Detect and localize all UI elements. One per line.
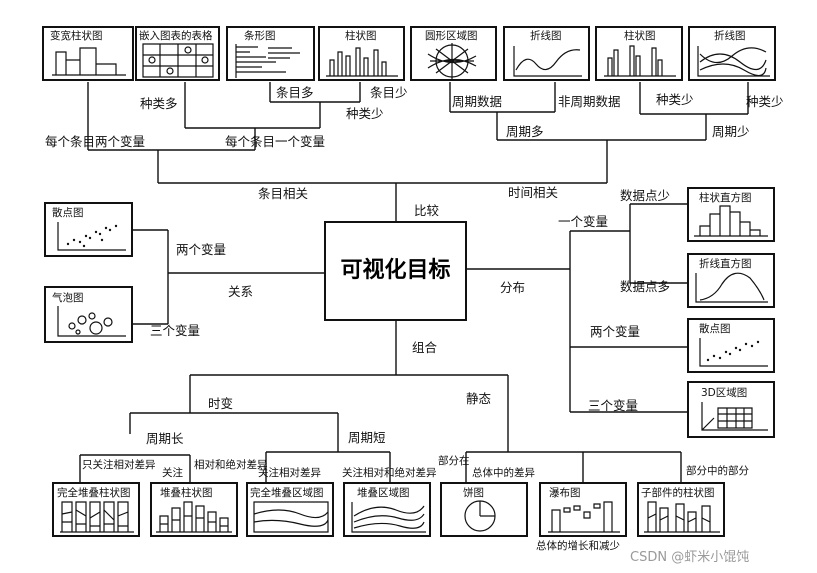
chart-title: 散点图 [52, 206, 84, 219]
label-relation-two-vars: 两个变量 [176, 242, 226, 257]
chart-title: 完全堆叠区域图 [250, 486, 324, 499]
connector-lines [79, 82, 749, 483]
label-composition: 组合 [412, 340, 438, 355]
chart-pie: 饼图 [440, 482, 528, 537]
label-many-points: 数据点多 [620, 279, 670, 294]
label-relation-three-vars: 三个变量 [150, 323, 200, 338]
chart-title: 嵌入图表的表格 [139, 29, 213, 42]
chart-title: 散点图 [699, 322, 731, 335]
chart-line-2: 折线图 [688, 26, 776, 81]
label-few-categories-2: 种类少 [656, 92, 694, 107]
chart-title: 变宽柱状图 [50, 29, 103, 42]
chart-title: 堆叠柱状图 [160, 486, 213, 499]
chart-title: 柱状图 [345, 29, 377, 42]
chart-embedded-table: 嵌入图表的表格 [135, 26, 220, 81]
center-title: 可视化目标 [340, 257, 450, 283]
label-cyclic-data: 周期数据 [452, 94, 502, 109]
label-many-items: 条目多 [276, 85, 314, 100]
chart-subcomponent-column: 子部件的柱状图 [637, 482, 725, 537]
label-relative-absolute-2: 关注相对和绝对差异 [342, 466, 437, 479]
chart-column-1: 柱状图 [318, 26, 405, 81]
label-many-categories: 种类多 [140, 96, 178, 111]
label-diff-in-total: 总体中的差异 [472, 466, 535, 479]
chart-circular-area: 圆形区域图 [410, 26, 497, 81]
chart-stacked-area: 堆叠区域图 [343, 482, 431, 537]
label-dist-three-vars: 三个变量 [588, 398, 638, 413]
chart-title: 条形图 [244, 29, 276, 42]
label-focus-left: 关注 [162, 466, 183, 479]
label-short-period: 周期短 [348, 430, 386, 445]
chart-area-3d: 3D区域图 [687, 381, 775, 438]
label-few-categories: 种类少 [346, 106, 384, 121]
label-part-of: 部分在 [438, 454, 470, 467]
label-one-var-per-item: 每个条目一个变量 [225, 134, 325, 149]
chart-title: 柱状图 [624, 29, 656, 42]
chart-title: 折线图 [530, 29, 562, 42]
label-time-varying: 时变 [208, 396, 233, 411]
chart-title: 折线直方图 [699, 257, 752, 270]
label-time-related: 时间相关 [508, 185, 558, 200]
label-few-items: 条目少 [370, 85, 408, 100]
label-few-points: 数据点少 [620, 188, 670, 203]
label-part-of-part: 部分中的部分 [686, 464, 749, 477]
label-many-periods: 周期多 [506, 124, 544, 139]
label-distribution: 分布 [500, 280, 525, 295]
chart-variable-width-column: 变宽柱状图 [42, 26, 134, 81]
label-few-periods: 周期少 [712, 124, 750, 139]
chart-bar: 条形图 [226, 26, 315, 81]
chart-scatter-right: 散点图 [687, 318, 775, 373]
chart-title: 气泡图 [52, 291, 84, 304]
chart-stacked-100-area: 完全堆叠区域图 [246, 482, 334, 537]
chart-title: 柱状直方图 [699, 191, 752, 204]
chart-line-histogram: 折线直方图 [687, 253, 775, 308]
chart-title: 折线图 [714, 29, 746, 42]
label-relative-absolute: 相对和绝对差异 [194, 458, 268, 471]
label-long-period: 周期长 [146, 431, 184, 446]
label-non-cyclic-data: 非周期数据 [558, 94, 621, 109]
label-many-categories-2: 种类少 [746, 94, 784, 109]
chart-column-histogram: 柱状直方图 [687, 187, 775, 242]
label-item-related: 条目相关 [258, 186, 308, 201]
chart-bubble: 气泡图 [44, 286, 133, 343]
label-compare: 比较 [414, 203, 440, 218]
chart-waterfall: 瀑布图 [539, 482, 627, 537]
chart-line-1: 折线图 [503, 26, 590, 81]
chart-title: 瀑布图 [549, 486, 581, 499]
chart-title: 圆形区域图 [425, 29, 478, 42]
chart-title: 完全堆叠柱状图 [57, 486, 131, 499]
chart-column-2: 柱状图 [595, 26, 683, 81]
center-box: 可视化目标 [324, 221, 467, 321]
chart-scatter-left: 散点图 [44, 202, 133, 257]
watermark: CSDN @虾米小馄饨 [630, 550, 749, 565]
label-dist-two-vars: 两个变量 [590, 324, 640, 339]
chart-title: 堆叠区域图 [357, 486, 410, 499]
chart-title: 3D区域图 [701, 386, 747, 399]
label-static: 静态 [466, 391, 491, 406]
label-total-growth: 总体的增长和减少 [536, 539, 620, 552]
chart-stacked-100-column: 完全堆叠柱状图 [52, 482, 140, 537]
label-relation: 关系 [228, 284, 253, 299]
chart-stacked-column: 堆叠柱状图 [150, 482, 238, 537]
label-focus-relative: 关注相对差异 [258, 466, 321, 479]
chart-title: 饼图 [463, 486, 484, 499]
chart-title: 子部件的柱状图 [641, 486, 715, 499]
label-relative-only: 只关注相对差异 [82, 458, 156, 471]
label-two-vars-per-item: 每个条目两个变量 [45, 134, 145, 149]
label-dist-one-var: 一个变量 [558, 214, 608, 229]
